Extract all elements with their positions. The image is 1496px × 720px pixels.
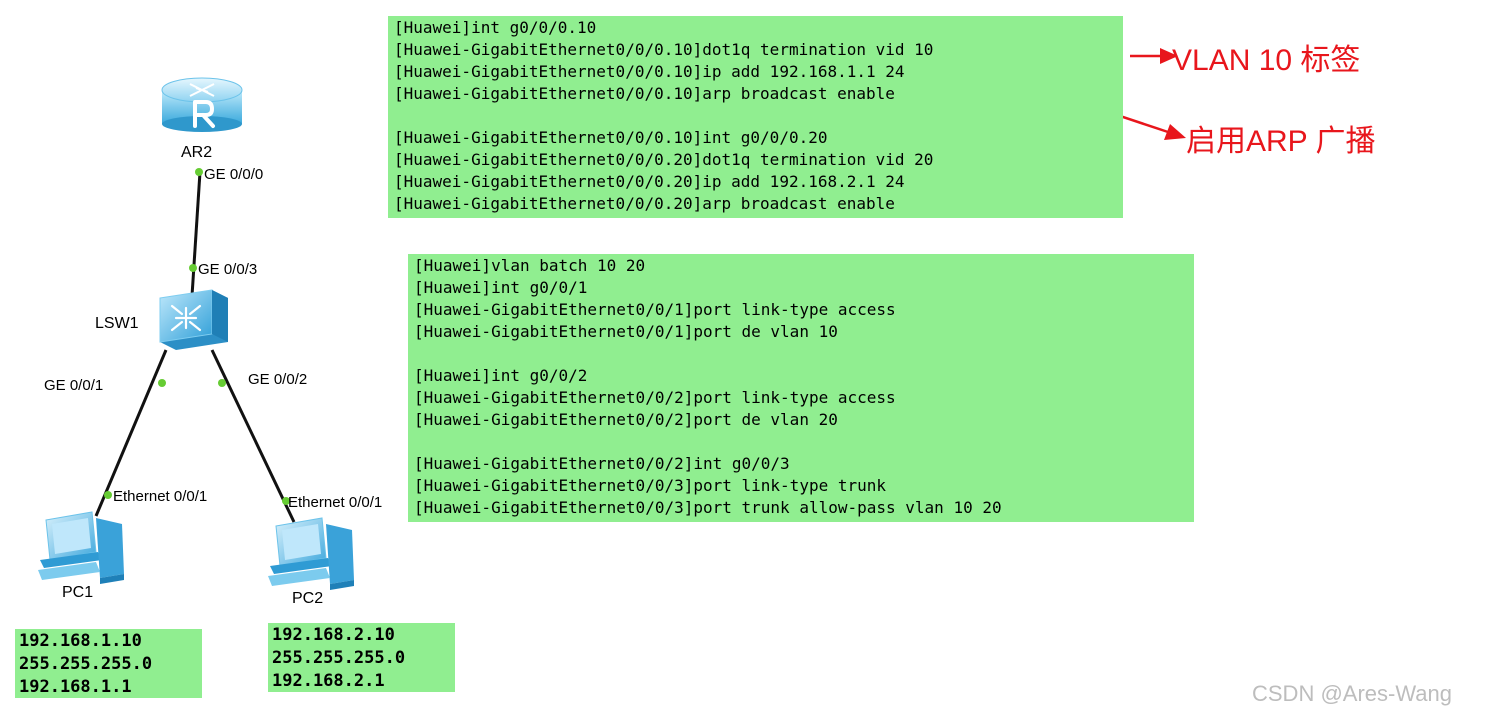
switch-config-line: [Huawei]int g0/0/2: [414, 366, 588, 385]
port-dot-pc1-eth: [104, 491, 112, 499]
router-config-line: [Huawei-GigabitEthernet0/0/0.20]ip add 1…: [394, 172, 905, 191]
watermark: CSDN @Ares-Wang: [1252, 681, 1452, 706]
router-config-line: [Huawei]int g0/0/0.10: [394, 18, 597, 37]
link-switch-pc2: [210, 349, 296, 523]
pc1-ip-box: 192.168.1.10 255.255.255.0 192.168.1.1: [15, 629, 202, 698]
router-icon: [161, 77, 243, 132]
switch-icon: [159, 289, 228, 350]
switch-config-line: [Huawei]vlan batch 10 20: [414, 256, 646, 275]
switch-config-line: [Huawei-GigabitEthernet0/0/2]port link-t…: [414, 388, 896, 407]
switch-config-line: [Huawei-GigabitEthernet0/0/1]port link-t…: [414, 300, 896, 319]
router-config-line: [Huawei-GigabitEthernet0/0/0.10]int g0/0…: [394, 128, 828, 147]
link-switch-pc1: [94, 349, 168, 517]
switch-config-box: [Huawei]vlan batch 10 20 [Huawei]int g0/…: [408, 254, 1194, 522]
router-config-box: [Huawei]int g0/0/0.10 [Huawei-GigabitEth…: [388, 16, 1123, 218]
router-config-line: [Huawei-GigabitEthernet0/0/0.20]arp broa…: [394, 194, 895, 213]
switch-config-line: [Huawei-GigabitEthernet0/0/2]port de vla…: [414, 410, 838, 429]
port-dot-ar2-ge000: [195, 168, 203, 176]
switch-port-right-label: GE 0/0/2: [248, 371, 308, 388]
router-config-line: [Huawei-GigabitEthernet0/0/0.10]arp broa…: [394, 84, 895, 103]
pc1-gateway: 192.168.1.1: [19, 677, 132, 697]
pc2-ip-box: 192.168.2.10 255.255.255.0 192.168.2.1: [268, 623, 455, 692]
pc1-ip-address: 192.168.1.10: [19, 631, 142, 651]
port-dot-lsw1-ge002: [218, 379, 226, 387]
pc2-ip-address: 192.168.2.10: [272, 625, 395, 645]
pc2-port-label: Ethernet 0/0/1: [288, 494, 383, 511]
annotation-arp-broadcast: 启用ARP 广播: [1186, 125, 1376, 158]
pc2-icon: [268, 517, 354, 590]
switch-config-line: [414, 343, 1188, 365]
router-port-label: GE 0/0/0: [204, 166, 264, 183]
router-config-line: [Huawei-GigabitEthernet0/0/0.20]dot1q te…: [394, 150, 934, 169]
pc2-gateway: 192.168.2.1: [272, 671, 385, 691]
port-dot-pc2-eth: [282, 497, 290, 505]
switch-config-line: [Huawei-GigabitEthernet0/0/2]int g0/0/3: [414, 454, 790, 473]
switch-config-line: [Huawei-GigabitEthernet0/0/1]port de vla…: [414, 322, 838, 341]
arrow-vlan-tag: [1130, 48, 1178, 64]
router-config-line: [Huawei-GigabitEthernet0/0/0.10]dot1q te…: [394, 40, 934, 59]
pc2-subnet-mask: 255.255.255.0: [272, 648, 406, 668]
pc1-label: PC1: [62, 584, 94, 601]
switch-config-line: [Huawei]int g0/0/1: [414, 278, 588, 297]
router-config-line: [394, 105, 1117, 127]
pc1-port-label: Ethernet 0/0/1: [113, 488, 208, 505]
port-dot-lsw1-ge001: [158, 379, 166, 387]
pc1-subnet-mask: 255.255.255.0: [19, 654, 153, 674]
switch-config-line: [Huawei-GigabitEthernet0/0/3]port link-t…: [414, 476, 887, 495]
port-dot-lsw1-ge003: [189, 264, 197, 272]
switch-label: LSW1: [95, 315, 139, 332]
switch-port-up-label: GE 0/0/3: [198, 261, 258, 278]
annotation-vlan-tag: VLAN 10 标签: [1172, 44, 1361, 77]
pc1-icon: [38, 511, 124, 584]
link-router-switch: [190, 171, 202, 297]
switch-config-line: [414, 431, 1188, 453]
router-config-line: [Huawei-GigabitEthernet0/0/0.10]ip add 1…: [394, 62, 905, 81]
router-label: AR2: [181, 144, 213, 161]
switch-port-left-label: GE 0/0/1: [44, 377, 104, 394]
switch-config-line: [Huawei-GigabitEthernet0/0/3]port trunk …: [414, 498, 1002, 517]
pc2-label: PC2: [292, 590, 324, 607]
